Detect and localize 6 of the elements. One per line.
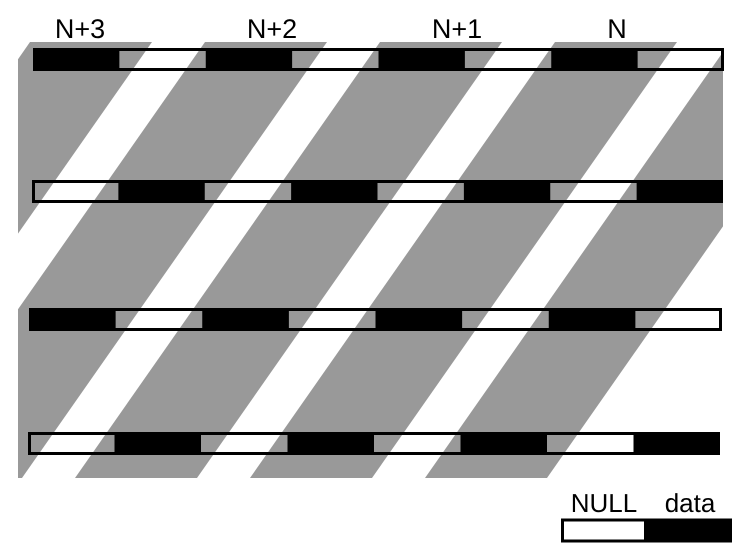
column-label: N+3: [54, 16, 106, 43]
column-label: N: [607, 16, 627, 43]
legend-label: NULL: [570, 490, 638, 517]
column-label: N+1: [432, 16, 482, 43]
legend-label: data: [664, 490, 716, 517]
column-label: N+2: [246, 16, 298, 43]
